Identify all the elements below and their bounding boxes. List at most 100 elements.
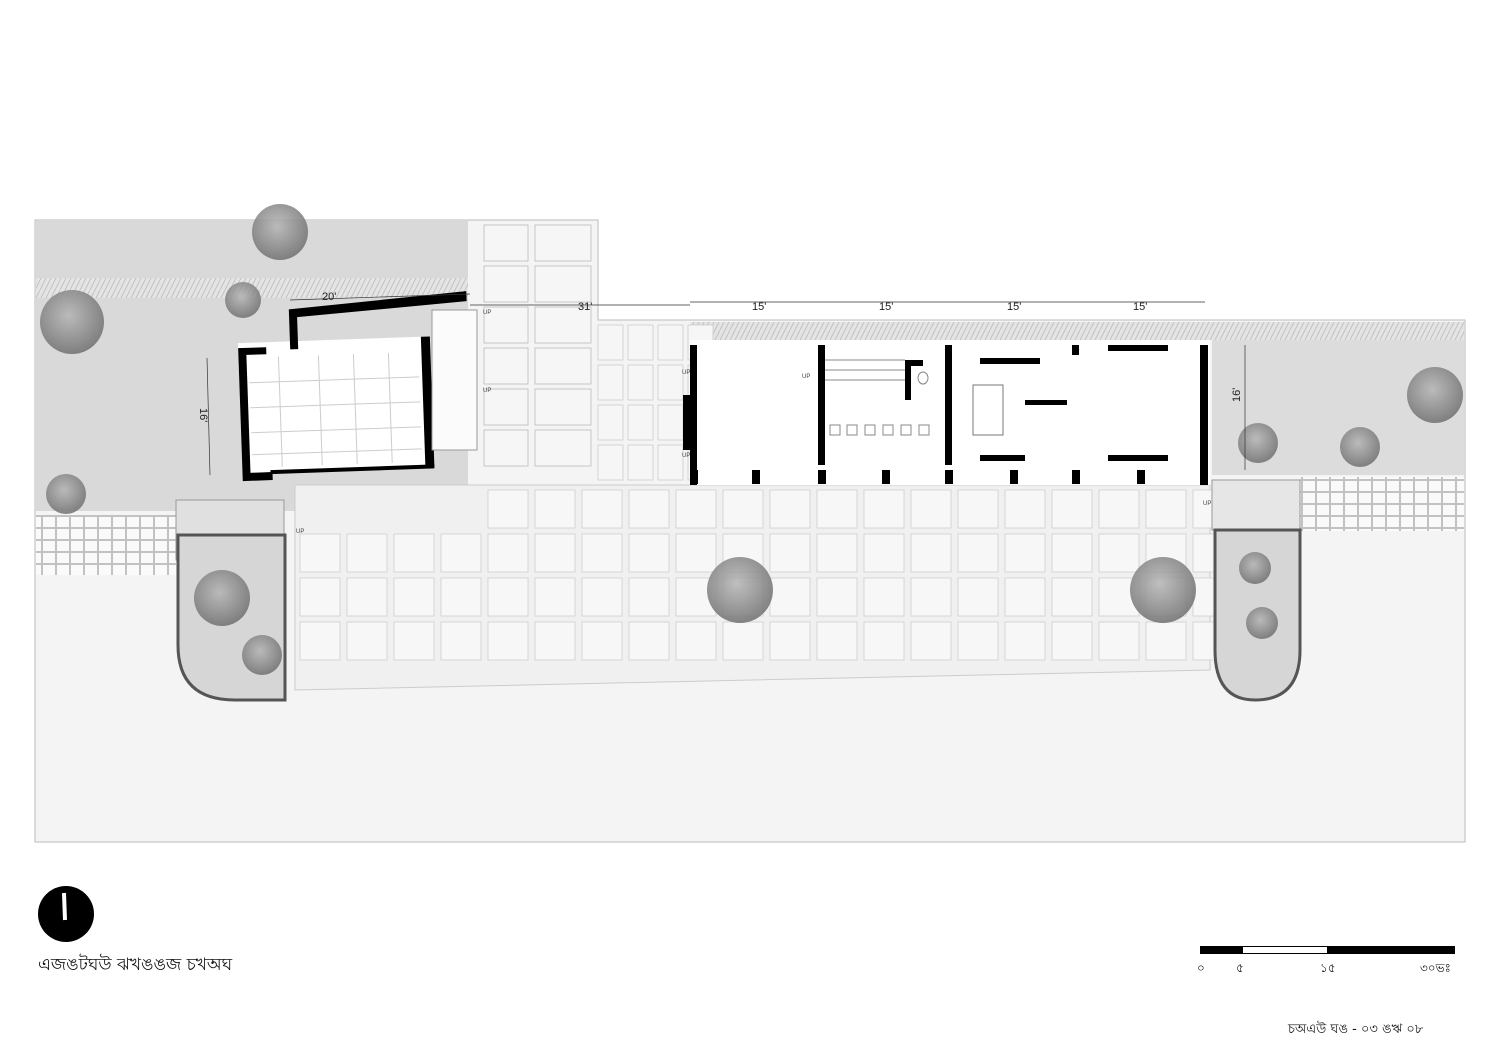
paving-tile <box>657 364 684 401</box>
paving-tile <box>863 577 905 617</box>
paving-tile <box>769 533 811 573</box>
paving-tile <box>957 621 999 661</box>
scale-tick-30: ৩০ভঃ <box>1420 961 1451 975</box>
paving-tile <box>910 577 952 617</box>
main-building <box>683 340 1210 485</box>
paving-tile <box>534 489 576 529</box>
paving-tile <box>534 533 576 573</box>
paving-tile <box>534 224 592 262</box>
pavilion-stair <box>431 309 478 451</box>
tree-icon <box>1238 423 1278 463</box>
north-arrow-icon <box>38 886 94 942</box>
paving-tile <box>769 489 811 529</box>
column <box>1200 470 1208 484</box>
paving-tile <box>1098 621 1140 661</box>
paving-tile <box>346 621 388 661</box>
paving-tile <box>816 489 858 529</box>
paving-tile <box>627 364 654 401</box>
paving-tile <box>957 577 999 617</box>
paving-tile <box>1145 621 1187 661</box>
scale-tick-15: ১৫ <box>1320 961 1336 975</box>
paving-tile <box>1145 489 1187 529</box>
paving-tile <box>628 621 670 661</box>
paving-tile <box>299 533 341 573</box>
paving-tile <box>483 347 529 385</box>
paving-tile <box>722 621 764 661</box>
paving-tile <box>534 306 592 344</box>
column <box>818 470 826 484</box>
paving-tile <box>534 621 576 661</box>
paving-tile <box>863 533 905 573</box>
tree-icon <box>225 282 261 318</box>
paving-tile <box>1004 577 1046 617</box>
paving-tile <box>487 577 529 617</box>
dimension-lines <box>206 293 1246 476</box>
dim-pavilion-depth: 16' <box>197 408 209 422</box>
paving-tile <box>483 265 529 303</box>
paving-tile <box>581 621 623 661</box>
paving-tile <box>657 324 684 361</box>
paving-tile <box>1004 489 1046 529</box>
column <box>752 470 760 484</box>
tree-icon <box>194 570 250 626</box>
paving-tile <box>534 577 576 617</box>
paving-tile <box>910 489 952 529</box>
stair-up-label: UP <box>296 529 304 535</box>
paving-tile <box>769 621 811 661</box>
stair-up-label: UP <box>802 374 810 380</box>
paving-tile <box>1004 621 1046 661</box>
paving-tile <box>628 577 670 617</box>
paving-tile <box>534 265 592 303</box>
tree-icon <box>46 474 86 514</box>
paving-tile <box>628 533 670 573</box>
paving-tile <box>597 444 624 481</box>
herringbone-path-north <box>690 322 1464 340</box>
paving-tile <box>627 324 654 361</box>
paving-tile <box>534 388 592 426</box>
paving-tile <box>581 489 623 529</box>
paving-tile <box>816 621 858 661</box>
paving-tile <box>346 533 388 573</box>
paving-tile <box>769 577 811 617</box>
paving-tile <box>299 577 341 617</box>
dim-pavilion-width: 20' <box>322 291 336 303</box>
paving-tile <box>581 533 623 573</box>
column <box>690 470 698 484</box>
column <box>1072 470 1080 484</box>
paving-tile <box>393 577 435 617</box>
stair-up-label: UP <box>1203 501 1211 507</box>
paving-tile <box>487 621 529 661</box>
tree-icon <box>1340 427 1380 467</box>
paving-tile <box>487 533 529 573</box>
paving-tile <box>1098 489 1140 529</box>
paving-tile <box>346 577 388 617</box>
paving-tile <box>534 429 592 467</box>
stair-up-label: UP <box>682 453 690 459</box>
column <box>1010 470 1018 484</box>
paving-tile <box>863 489 905 529</box>
dim-bay-2: 15' <box>879 301 893 313</box>
paving-tile <box>628 489 670 529</box>
paving-tile <box>1004 533 1046 573</box>
pavilion <box>237 291 467 482</box>
paving-tile <box>1051 621 1093 661</box>
paving-tile <box>393 533 435 573</box>
column <box>945 470 953 484</box>
paving-tile <box>1051 489 1093 529</box>
paving-tile <box>597 404 624 441</box>
dim-building-depth: 16' <box>1231 388 1243 402</box>
paving-tile <box>675 621 717 661</box>
paving-tile <box>597 324 624 361</box>
paving-tile <box>597 364 624 401</box>
tree-icon <box>40 290 104 354</box>
paving-tile <box>1051 577 1093 617</box>
dim-bay-4: 15' <box>1133 301 1147 313</box>
dim-gap: 31' <box>578 301 592 313</box>
paving-tile <box>957 489 999 529</box>
paving-tile <box>957 533 999 573</box>
paving-tile <box>910 533 952 573</box>
paving-tile <box>627 404 654 441</box>
paving-tile <box>487 489 529 529</box>
stair-up-label: UP <box>483 388 491 394</box>
